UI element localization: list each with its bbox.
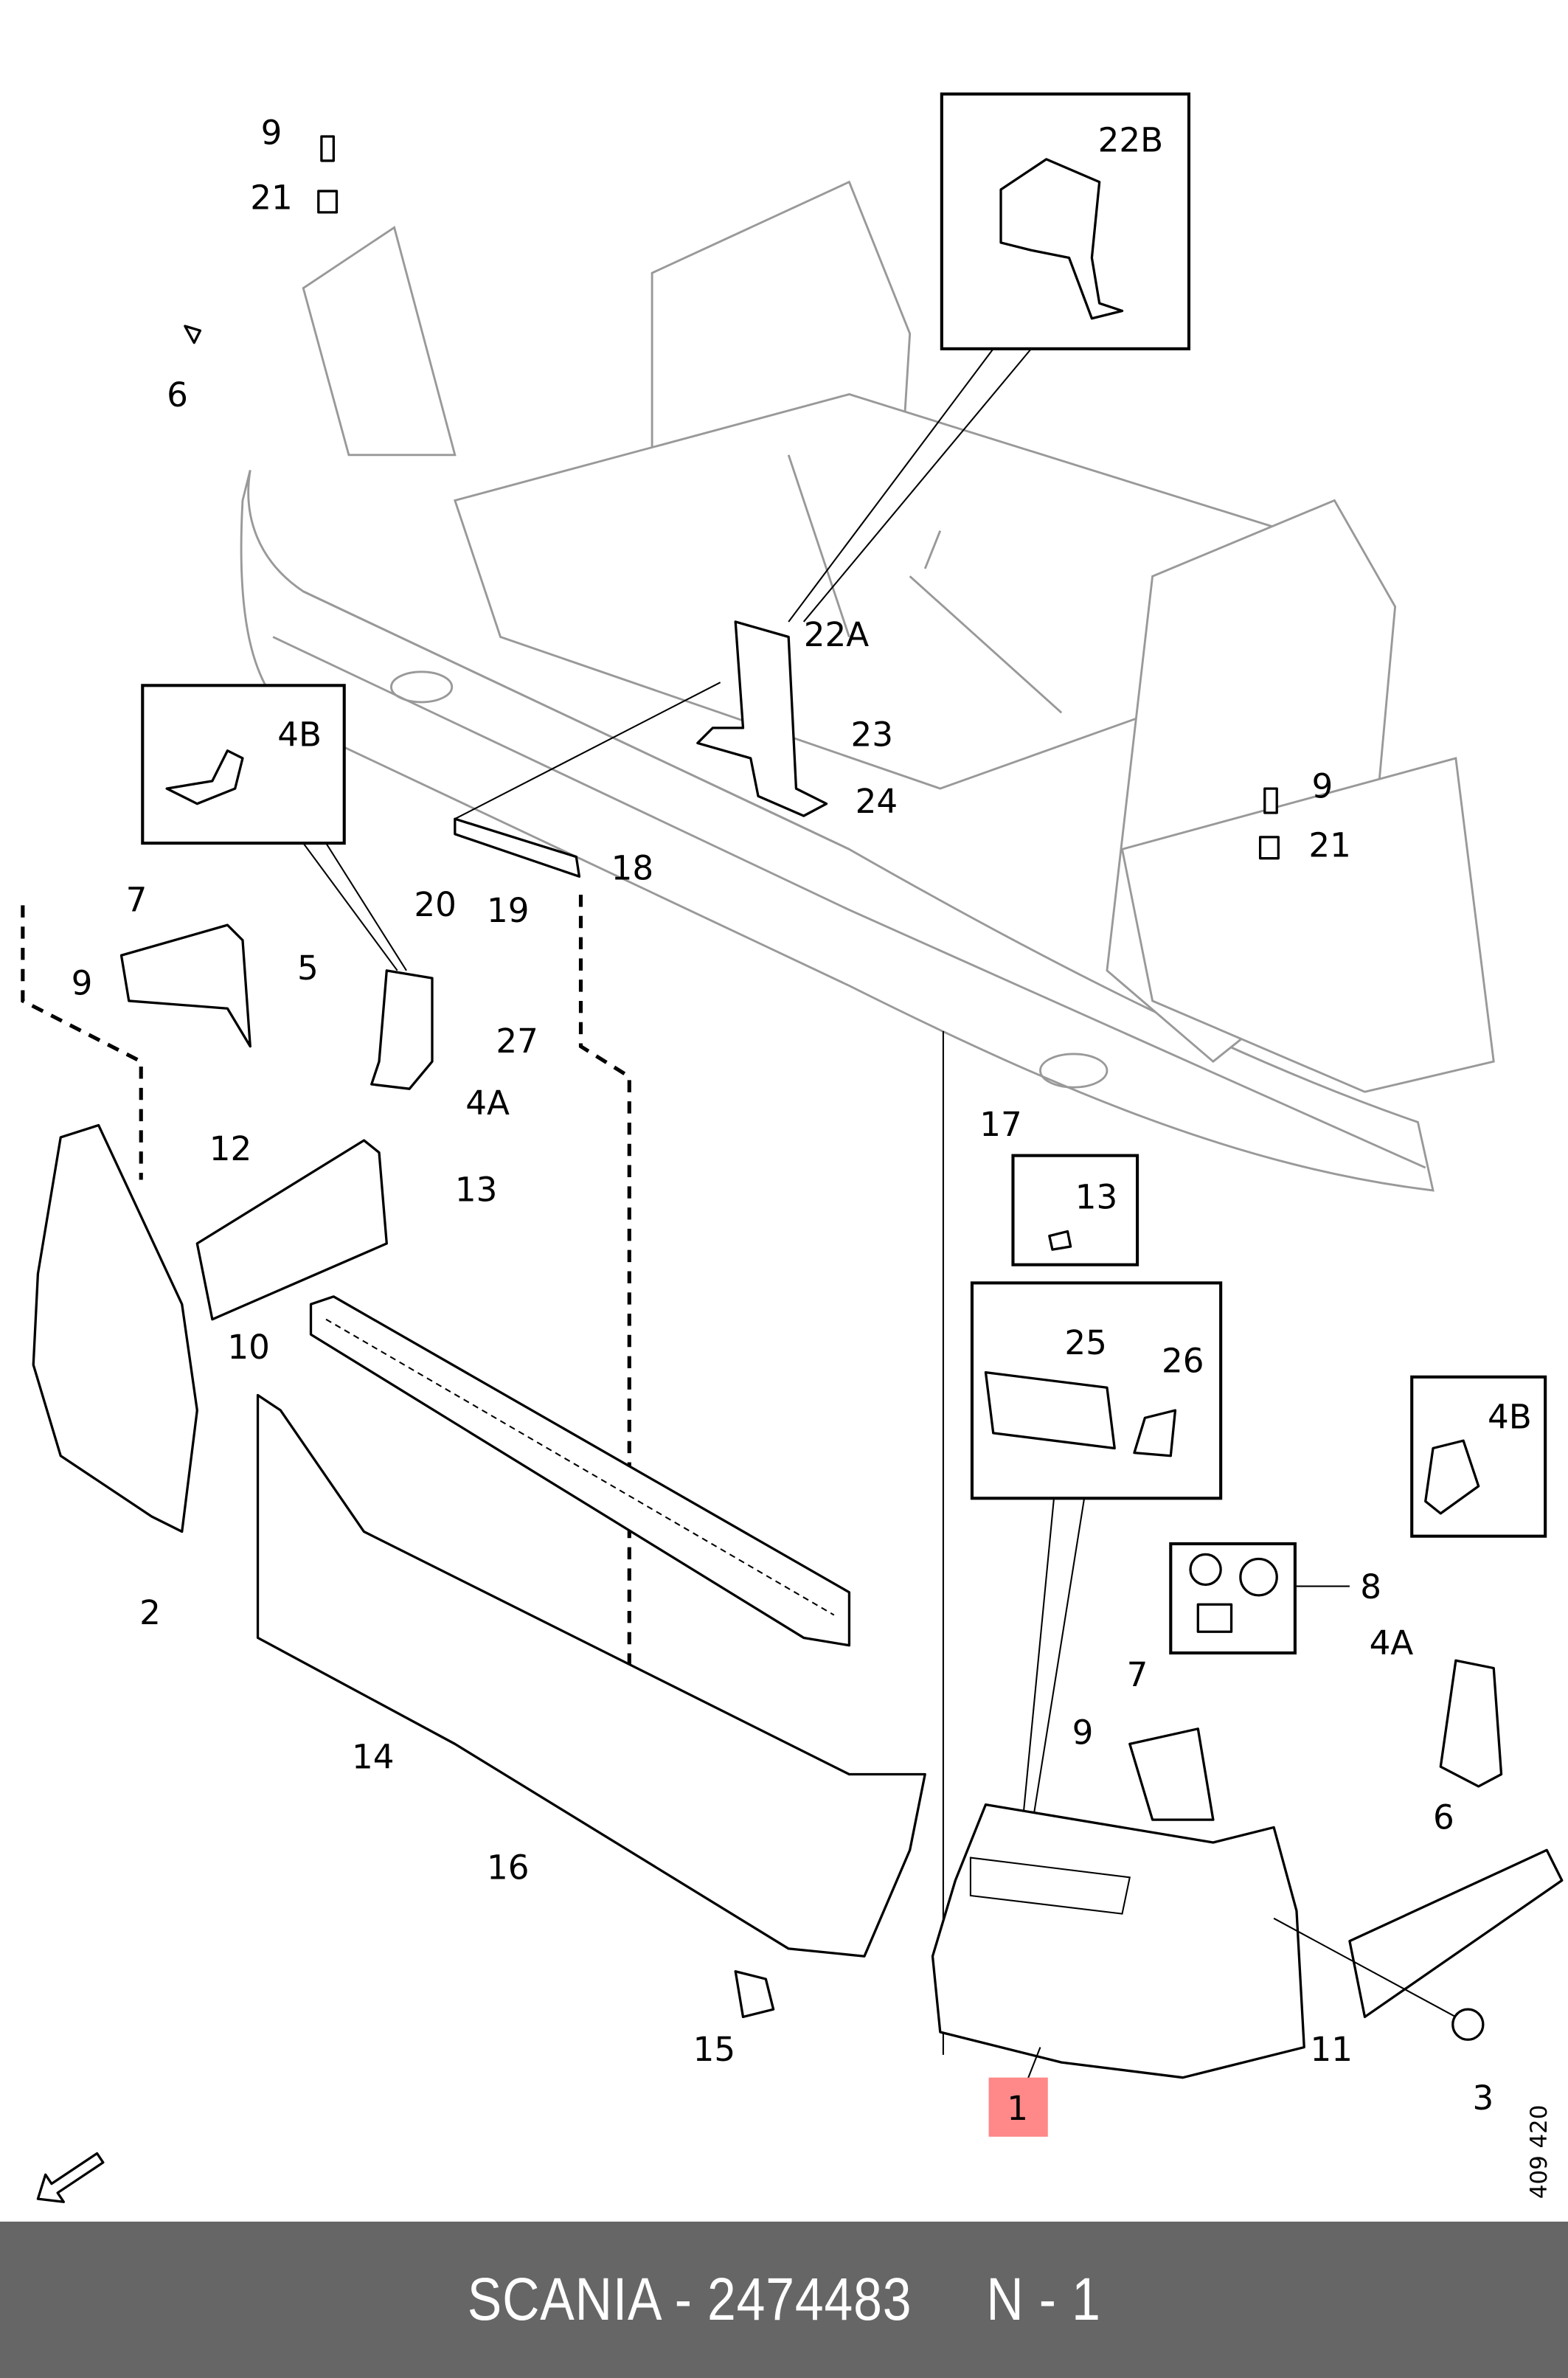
strap-19 [454,817,581,878]
bracket-4B [1424,1439,1480,1515]
parts-diagram: 22B 22A 23 24 9 21 6 9 21 4B 5 27 4A 20 … [21,92,1564,2203]
callout-3: 3 [1472,2079,1494,2118]
callout-20: 20 [414,885,457,924]
callout-9: 9 [261,113,282,152]
callout-21: 21 [250,178,293,218]
bracket-7 [119,923,251,1048]
bracket-22B [999,158,1124,320]
callout-23: 23 [850,715,893,755]
callout-13: 13 [1075,1178,1118,1217]
callout-9: 9 [1312,766,1333,805]
bracket-7 [1128,1727,1215,1821]
callout-9: 9 [1072,1713,1094,1752]
callout-22A: 22A [804,615,870,654]
callout-6: 6 [1433,1798,1454,1837]
callout-21: 21 [1308,826,1351,865]
cap-15 [734,1970,775,2019]
callout-9: 9 [72,964,93,1003]
bracket-22A [696,620,828,817]
callout-4B: 4B [277,715,322,755]
bolt-9 [1263,787,1278,814]
callout-1: 1 [1007,2089,1028,2128]
lamp-25 [984,1371,1116,1450]
highlight-part-1 [988,2077,1048,2137]
callout-5: 5 [297,949,319,988]
spacer-21 [1258,836,1280,860]
callout-22B: 22B [1098,121,1164,160]
corner-panel-1 [931,1803,1305,2079]
chassis-frame [240,180,1495,1192]
direction-arrow-icon [36,2152,105,2203]
callout-6: 6 [167,375,188,415]
bumper-center-14 [256,1393,926,1958]
bolt-9 [320,135,335,162]
bracket-4A [370,969,434,1090]
drawing-number: 409 420 [1526,2105,1553,2199]
detail-box-8 [1169,1542,1297,1655]
bracket-4A [1439,1659,1503,1788]
callout-7: 7 [126,881,148,920]
grille [309,1295,851,1647]
callout-14: 14 [352,1737,395,1776]
bracket-4B [165,749,244,805]
bracket-12 [195,1139,388,1321]
callout-27: 27 [496,1022,538,1061]
callout-2: 2 [139,1593,161,1632]
footer-bar: SCANIA - 2474483 N - 1 [0,2222,1568,2378]
callout-4B: 4B [1488,1398,1532,1437]
plug-3 [1451,2008,1485,2041]
callout-16: 16 [487,1848,530,1887]
detail-box-13 [1011,1154,1139,1266]
side-trim [1348,1848,1564,2019]
callout-4A: 4A [465,1084,510,1123]
callout-11: 11 [1310,2030,1353,2069]
cover-26 [1133,1409,1177,1457]
clip-6 [184,325,202,344]
callout-10: 10 [227,1328,270,1367]
callout-8: 8 [1360,1567,1381,1606]
callout-15: 15 [693,2030,736,2069]
callout-24: 24 [856,782,898,821]
callout-7: 7 [1127,1655,1148,1694]
callout-18: 18 [611,848,654,887]
callout-12: 12 [209,1129,252,1168]
detail-box-4B [141,684,346,845]
left-corner-panel [32,1123,198,1533]
callout-13: 13 [455,1170,498,1209]
callout-4A: 4A [1370,1623,1414,1663]
callout-19: 19 [487,891,530,930]
callout-26: 26 [1162,1342,1204,1381]
footer-part-number: SCANIA - 2474483 N - 1 [467,2266,1101,2333]
spacer-21 [317,190,339,214]
clip-13 [1048,1230,1072,1251]
callout-25: 25 [1064,1323,1107,1362]
callout-17: 17 [979,1105,1022,1144]
